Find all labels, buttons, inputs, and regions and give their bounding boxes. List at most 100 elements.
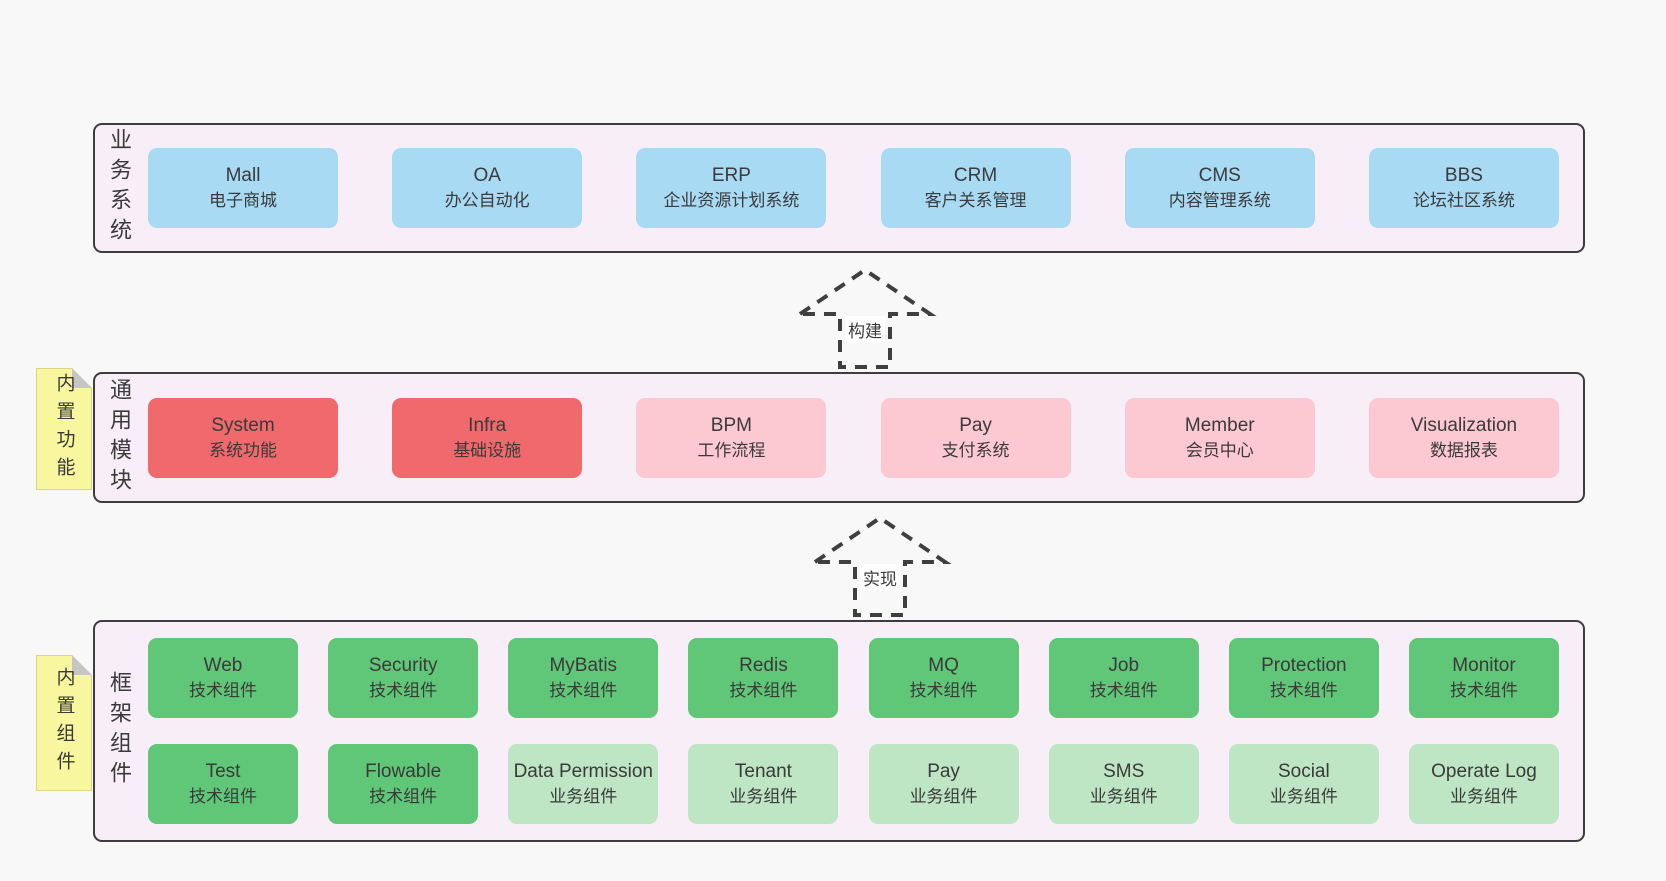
box-subtitle: 业务组件	[729, 787, 798, 806]
box-title: Tenant	[734, 761, 792, 782]
box-mall: Mall 电子商城	[148, 148, 338, 228]
box-subtitle: 业务组件	[549, 787, 618, 806]
box-subtitle: 会员中心	[1185, 440, 1254, 460]
box-member: Member 会员中心	[1124, 397, 1315, 478]
sticky-built-in-features-label: 内置功能	[53, 373, 75, 485]
sticky-built-in-components-label: 内置组件	[53, 667, 75, 779]
arrow-implement: 实现	[805, 514, 955, 618]
box-job: Job 技术组件	[1048, 638, 1199, 718]
box-title: CRM	[953, 165, 998, 186]
box-title: Monitor	[1452, 655, 1516, 676]
box-subtitle: 电子商城	[209, 191, 277, 210]
box-mybatis: MyBatis 技术组件	[508, 638, 659, 718]
dashed-up-arrow-icon	[808, 515, 952, 617]
box-subtitle: 业务组件	[1269, 787, 1338, 806]
arrow-build: 构建	[790, 266, 940, 370]
box-title: BPM	[710, 414, 752, 436]
box-tenant: Tenant 业务组件	[688, 744, 839, 824]
box-subtitle: 技术组件	[1089, 681, 1158, 700]
box-title: Social	[1277, 761, 1330, 782]
box-data-permission: Data Permission 业务组件	[508, 744, 659, 824]
box-test: Test 技术组件	[148, 744, 298, 824]
box-subtitle: 工作流程	[697, 440, 766, 460]
box-social: Social 业务组件	[1228, 744, 1379, 824]
box-title: MyBatis	[549, 655, 618, 676]
box-subtitle: 技术组件	[369, 681, 438, 700]
box-subtitle: 技术组件	[549, 681, 618, 700]
box-title: Web	[203, 655, 243, 676]
box-subtitle: 论坛社区系统	[1412, 191, 1515, 210]
box-title: Flowable	[365, 761, 442, 782]
sticky-fold-corner-icon	[72, 368, 92, 388]
box-title: BBS	[1444, 165, 1483, 186]
box-title: Operate Log	[1431, 761, 1537, 782]
box-subtitle: 业务组件	[909, 787, 978, 806]
box-subtitle: 技术组件	[1449, 681, 1518, 700]
box-subtitle: 业务组件	[1449, 787, 1518, 806]
sticky-built-in-features: 内置功能	[36, 368, 92, 490]
box-title: Data Permission	[513, 761, 653, 782]
box-bpm: BPM 工作流程	[636, 397, 827, 478]
box-title: Protection	[1261, 655, 1347, 676]
box-subtitle: 基础设施	[453, 440, 522, 460]
box-subtitle: 技术组件	[189, 787, 257, 806]
sticky-note-body	[36, 655, 92, 791]
box-title: Job	[1108, 655, 1140, 676]
box-title: Security	[368, 655, 438, 676]
box-subtitle: 内容管理系统	[1168, 191, 1271, 210]
box-subtitle: 支付系统	[941, 440, 1010, 460]
band-common-modules: 通用模块 System 系统功能 Infra 基础设施 BPM 工作流程 Pay 支付系统 Me…	[93, 372, 1585, 503]
box-title: Member	[1184, 414, 1255, 436]
box-title: Visualization	[1410, 414, 1518, 436]
box-cms: CMS 内容管理系统	[1124, 148, 1315, 228]
box-title: Test	[205, 761, 241, 782]
band-title-modules: 通用模块	[107, 377, 132, 498]
box-title: Redis	[739, 655, 788, 676]
box-subtitle: 客户关系管理	[924, 191, 1027, 210]
box-subtitle: 技术组件	[369, 787, 438, 806]
module-box-list: System 系统功能 Infra 基础设施 BPM 工作流程 Pay 支付系统 Member 会…	[130, 397, 1583, 478]
box-subtitle: 技术组件	[1269, 681, 1338, 700]
box-title: SMS	[1103, 761, 1145, 782]
box-redis: Redis 技术组件	[688, 638, 839, 718]
box-crm: CRM 客户关系管理	[880, 148, 1071, 228]
box-flowable: Flowable 技术组件	[328, 744, 479, 824]
box-subtitle: 技术组件	[729, 681, 798, 700]
box-web: Web 技术组件	[148, 638, 298, 718]
sticky-note-body	[36, 368, 92, 490]
box-subtitle: 技术组件	[189, 681, 257, 700]
sticky-built-in-components: 内置组件	[36, 655, 92, 791]
box-title: MQ	[928, 655, 959, 676]
box-subtitle: 系统功能	[209, 440, 277, 460]
box-monitor: Monitor 技术组件	[1408, 638, 1559, 718]
arrow-build-label: 构建	[845, 316, 885, 343]
box-pay: Pay 支付系统	[880, 397, 1071, 478]
box-title: Mall	[225, 165, 261, 186]
box-title: CMS	[1198, 165, 1241, 186]
box-subtitle: 办公自动化	[444, 191, 530, 210]
box-bbs: BBS 论坛社区系统	[1368, 148, 1559, 228]
box-title: System	[211, 414, 275, 436]
dashed-up-arrow-icon	[793, 267, 937, 369]
sticky-fold-corner-icon	[72, 655, 92, 675]
band-title-business: 业务系统	[107, 128, 132, 248]
box-security: Security 技术组件	[328, 638, 479, 718]
arrow-implement-label: 实现	[860, 564, 900, 591]
box-operate-log: Operate Log 业务组件	[1408, 744, 1559, 824]
band-title-components: 框架组件	[107, 671, 132, 791]
box-subtitle: 数据报表	[1429, 440, 1498, 460]
box-title: Pay	[959, 414, 992, 436]
box-title: Infra	[468, 414, 507, 436]
